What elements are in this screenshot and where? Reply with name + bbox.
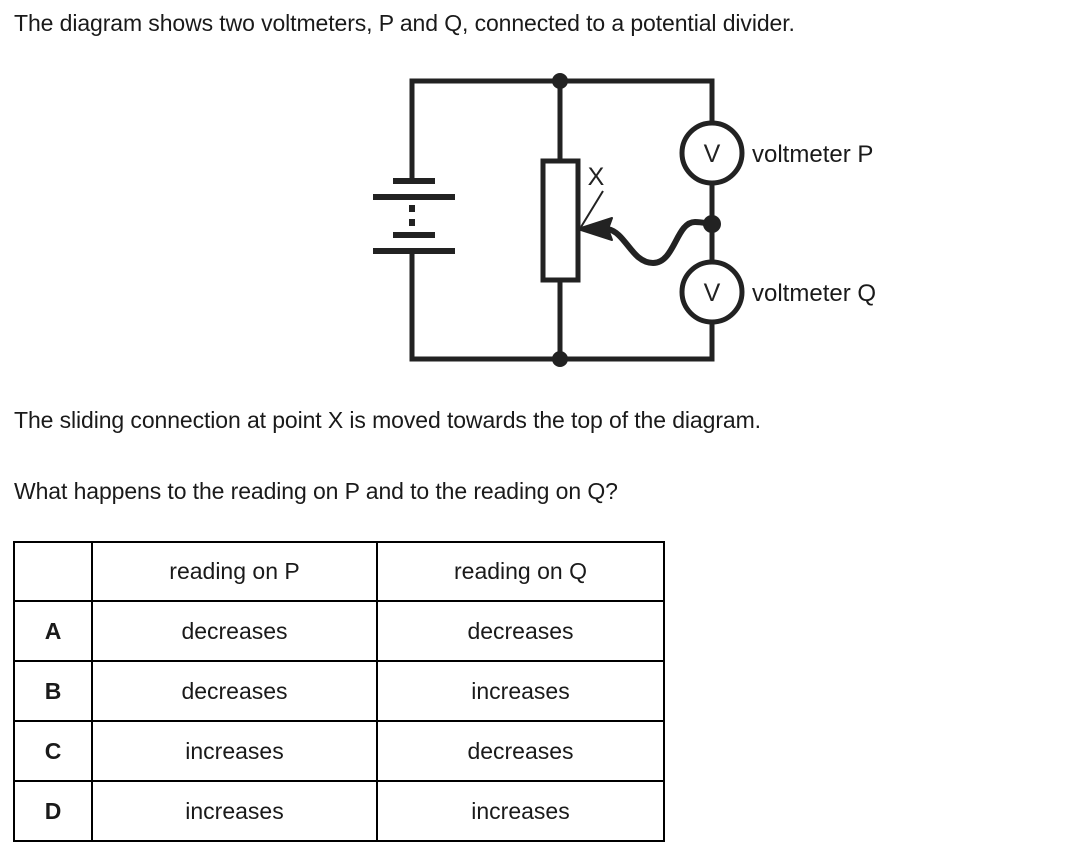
- voltmeter-q-circle: [679, 259, 745, 325]
- option-key-b: B: [13, 660, 93, 722]
- option-key-a: A: [13, 600, 93, 662]
- question-stem-line-1: The sliding connection at point X is mov…: [14, 407, 761, 433]
- voltmeter-p-symbol: V: [679, 120, 745, 186]
- column-header-key: [13, 541, 93, 602]
- question-intro-text: The diagram shows two voltmeters, P and …: [14, 10, 795, 36]
- option-a-reading-p: decreases: [91, 600, 378, 662]
- voltmeter-p-circle: [679, 120, 745, 186]
- voltmeter-q-symbol: V: [679, 259, 745, 325]
- table-header-row: reading on P reading on Q: [13, 541, 665, 602]
- voltmeter-p-letter: V: [704, 140, 721, 168]
- slider-label-x: X: [588, 163, 605, 191]
- option-key-d: D: [13, 780, 93, 842]
- table-row[interactable]: A decreases decreases: [13, 600, 665, 662]
- voltmeter-p-label: voltmeter P: [752, 141, 873, 168]
- answer-options-table: reading on P reading on Q A decreases de…: [13, 541, 665, 842]
- option-c-reading-q: decreases: [376, 720, 665, 782]
- junction-dot-bottom: [552, 351, 568, 367]
- column-header-p: reading on P: [91, 541, 378, 602]
- option-a-reading-q: decreases: [376, 600, 665, 662]
- question-stem-line-2: What happens to the reading on P and to …: [14, 478, 618, 504]
- table-row[interactable]: D increases increases: [13, 780, 665, 842]
- table-row[interactable]: C increases decreases: [13, 720, 665, 782]
- option-b-reading-q: increases: [376, 660, 665, 722]
- option-d-reading-p: increases: [91, 780, 378, 842]
- option-c-reading-p: increases: [91, 720, 378, 782]
- column-header-q: reading on Q: [376, 541, 665, 602]
- table-row[interactable]: B decreases increases: [13, 660, 665, 722]
- battery-symbol: [373, 178, 455, 254]
- circuit-diagram: X V voltmeter P V voltmeter Q: [350, 55, 950, 385]
- option-key-c: C: [13, 720, 93, 782]
- option-d-reading-q: increases: [376, 780, 665, 842]
- junction-dot-middle: [703, 215, 721, 233]
- option-b-reading-p: decreases: [91, 660, 378, 722]
- voltmeter-q-label: voltmeter Q: [752, 280, 876, 307]
- wavy-slider-lead: [605, 218, 715, 267]
- x-label-leader-line: [580, 190, 604, 228]
- circuit-diagram-svg: X V voltmeter P V voltmeter Q: [373, 73, 876, 367]
- junction-dot-top: [552, 73, 568, 89]
- voltmeter-q-letter: V: [704, 279, 721, 307]
- potential-divider-resistor: [540, 158, 581, 283]
